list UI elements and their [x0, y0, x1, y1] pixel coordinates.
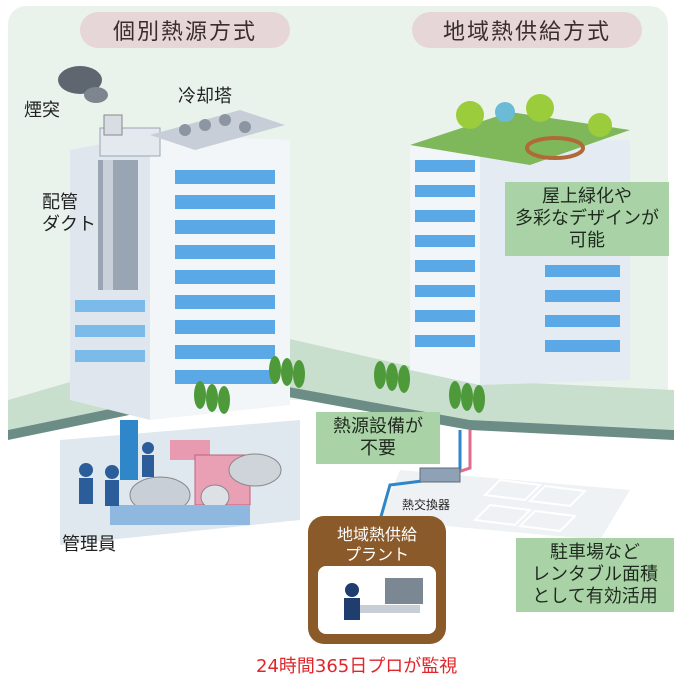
heat-exchanger-unit	[419, 467, 461, 483]
label-heat-exchanger: 熱交換器	[402, 498, 451, 512]
left-building	[58, 66, 290, 420]
label-duct-line1: 配管	[42, 192, 78, 213]
chimney	[103, 114, 123, 136]
heat-source-note: 熱源設備が 不要	[316, 412, 440, 464]
parking-note: 駐車場など レンタブル面積 として有効活用	[516, 538, 674, 612]
label-duct-line2: ダクト	[42, 214, 96, 235]
parking-note-line3: として有効活用	[532, 586, 658, 607]
heat-source-note-line2: 不要	[360, 438, 396, 459]
fountain	[495, 102, 515, 122]
ground-edge	[8, 380, 674, 440]
roof-tree	[456, 101, 484, 129]
label-chimney: 煙突	[24, 100, 60, 121]
rooftop-note-line2: 多彩なデザインが	[515, 208, 659, 229]
plant-title-line2: プラント	[344, 545, 409, 564]
rooftop-note-line3: 可能	[569, 230, 605, 251]
parking-note-line2: レンタブル面積	[532, 564, 658, 585]
rooftop-note-line1: 屋上緑化や	[542, 186, 632, 207]
right-building-windows	[415, 160, 620, 352]
smoke	[58, 66, 102, 94]
heat-source-note-line1: 熱源設備が	[333, 416, 423, 437]
monitor	[385, 578, 423, 604]
parking-slots	[472, 478, 588, 533]
label-cooling-tower: 冷却塔	[178, 86, 232, 107]
staff-figures	[79, 442, 154, 506]
rooftop-note: 屋上緑化や 多彩なデザインが 可能	[505, 182, 669, 256]
plant-title-line1: 地域熱供給	[336, 525, 417, 544]
roof-garden	[410, 112, 630, 165]
operator	[345, 583, 359, 597]
monitoring-note: 24時間365日プロが監視	[256, 656, 458, 677]
boiler-equipment	[110, 420, 282, 525]
header-individual-method: 個別熱源方式	[80, 12, 290, 48]
header-district-heating: 地域熱供給方式	[412, 12, 642, 48]
plant-title: 地域熱供給 プラント	[312, 520, 442, 570]
label-staff: 管理員	[62, 534, 116, 555]
cooling-tower	[150, 110, 285, 150]
ground-trees	[194, 356, 485, 414]
parking-note-line1: 駐車場など	[550, 542, 640, 563]
left-building-windows	[75, 170, 275, 384]
